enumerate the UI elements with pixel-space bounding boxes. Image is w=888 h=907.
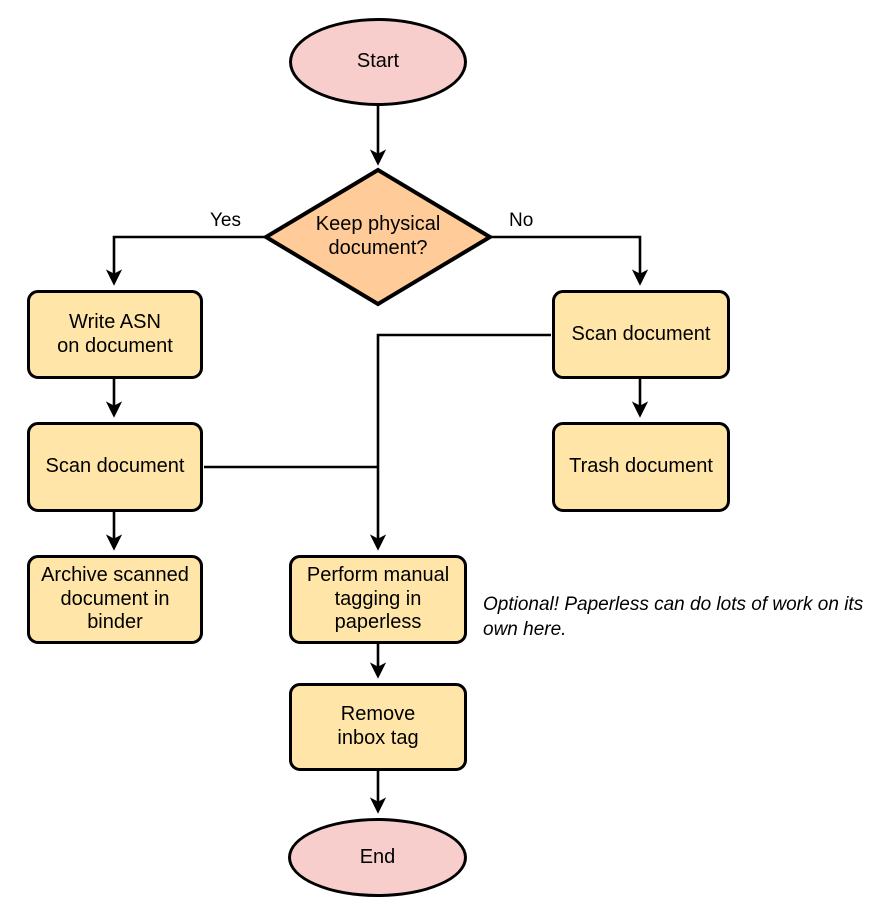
- node-decision-label: Keep physical document?: [315, 213, 441, 259]
- node-remove-inbox-tag[interactable]: Remove inbox tag: [289, 683, 467, 771]
- node-archive-scanned-document[interactable]: Archive scanned document in binder: [27, 555, 203, 644]
- node-scan-document-right-label: Scan document: [571, 322, 711, 345]
- node-end[interactable]: End: [288, 818, 467, 897]
- node-archive-scanned-document-label: Archive scanned document in binder: [41, 564, 189, 634]
- node-trash-document[interactable]: Trash document: [552, 422, 730, 512]
- node-scan-document-left[interactable]: Scan document: [27, 422, 203, 512]
- node-scan-document-right[interactable]: Scan document: [552, 290, 730, 379]
- decision-diamond-shape: [262, 167, 494, 307]
- edge-label-no: No: [509, 210, 534, 231]
- node-remove-inbox-tag-label: Remove inbox tag: [337, 703, 419, 749]
- node-write-asn[interactable]: Write ASN on document: [27, 290, 203, 379]
- edge-no-to-scan-right: [491, 235, 649, 286]
- node-start-label: Start: [356, 50, 400, 73]
- node-perform-manual-tagging-label: Perform manual tagging in paperless: [306, 564, 450, 634]
- edge-yes-to-write-asn: [105, 235, 265, 286]
- node-end-label: End: [359, 845, 396, 868]
- node-scan-document-left-label: Scan document: [45, 455, 185, 478]
- node-start[interactable]: Start: [289, 18, 467, 106]
- edge-label-yes: Yes: [210, 210, 241, 231]
- node-trash-document-label: Trash document: [569, 455, 713, 478]
- node-decision[interactable]: Keep physical document?: [283, 204, 473, 270]
- annotation-optional-note: Optional! Paperless can do lots of work …: [483, 594, 864, 641]
- node-perform-manual-tagging[interactable]: Perform manual tagging in paperless: [289, 555, 467, 644]
- node-write-asn-label: Write ASN on document: [57, 310, 173, 357]
- edge-scan-right-to-manual-tagging: [369, 333, 551, 551]
